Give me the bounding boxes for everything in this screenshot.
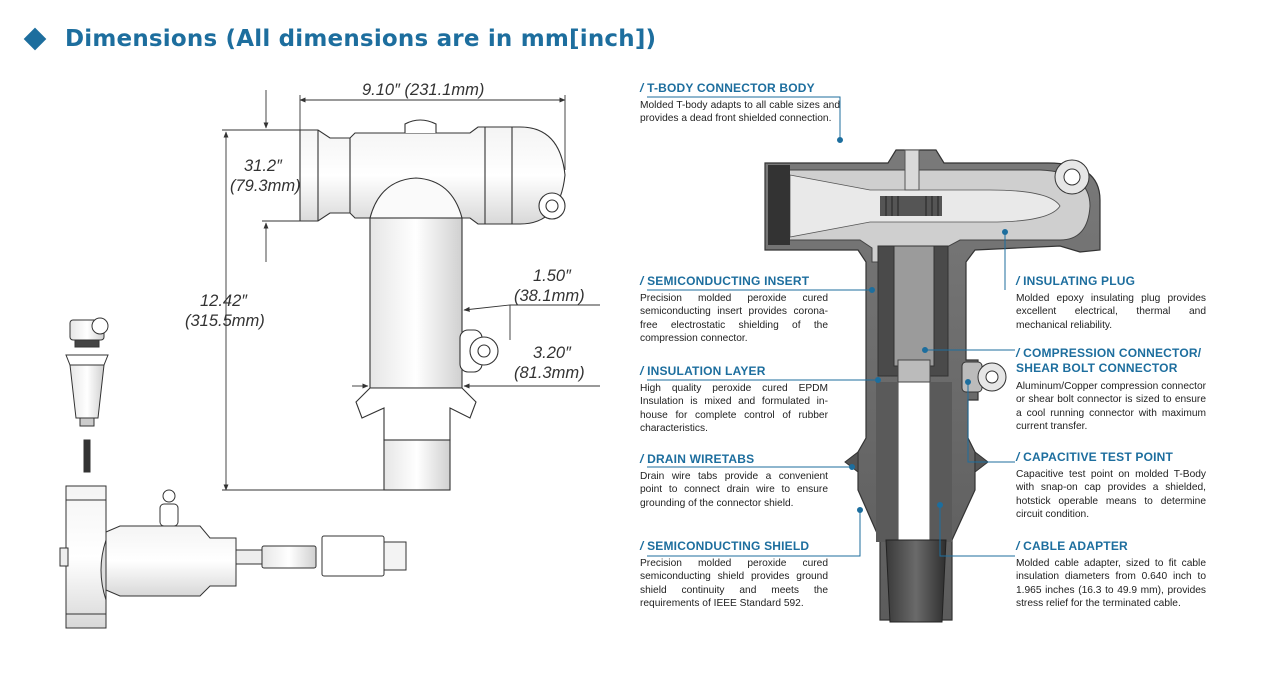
exploded-cap-parts [65,317,109,473]
callout-leader-lines [647,96,1015,557]
callout-plug-heading: INSULATING PLUG [1016,274,1206,288]
callout-semi-shield-text: Precision molded peroxide cured semicond… [640,558,828,610]
test-point-mm-label: (38.1mm) [514,287,585,305]
total-height-mm-label: (315.5mm) [185,312,265,330]
callout-tbody: T-BODY CONNECTOR BODY Molded T-body adap… [640,81,840,126]
width-dimension-label: 9.10″ (231.1mm) [362,81,484,99]
cross-section-drawing [764,149,1101,623]
callout-insulation-heading: INSULATION LAYER [640,364,828,378]
body-height-mm-label: (79.3mm) [230,177,301,195]
callout-drain-text: Drain wire tabs provide a convenient poi… [640,471,828,509]
body-height-in-label: 31.2″ [244,157,283,175]
callout-semi-insert-text: Precision molded peroxide cured semicond… [640,293,828,345]
callout-compression-text: Aluminum/Copper compression connector or… [1016,381,1206,433]
callout-insulation: INSULATION LAYER High quality peroxide c… [640,364,828,436]
callout-test-point-text: Capacitive test point on molded T-Body w… [1016,469,1206,521]
callout-drain: DRAIN WIRETABS Drain wire tabs provide a… [640,452,828,510]
callout-compression: COMPRESSION CONNECTOR/ SHEAR BOLT CONNEC… [1016,346,1206,434]
callout-compression-heading: COMPRESSION CONNECTOR/ SHEAR BOLT CONNEC… [1016,346,1206,376]
stem-width-in-label: 3.20″ [533,344,572,362]
callout-adapter-text: Molded cable adapter, sized to fit cable… [1016,558,1206,610]
total-height-in-label: 12.42″ [200,292,248,310]
callout-semi-insert-heading: SEMICONDUCTING INSERT [640,274,828,288]
callout-tbody-heading: T-BODY CONNECTOR BODY [640,81,840,95]
page-title: Dimensions (All dimensions are in mm[inc… [65,26,657,52]
callout-semi-shield-heading: SEMICONDUCTING SHIELD [640,539,828,553]
callout-plug: INSULATING PLUG Molded epoxy insulating … [1016,274,1206,332]
dimension-lines [222,90,600,491]
callout-adapter-heading: CABLE ADAPTER [1016,539,1206,553]
side-view-drawing [59,485,407,629]
callout-semi-shield: SEMICONDUCTING SHIELD Precision molded p… [640,539,828,611]
callout-test-point-heading: CAPACITIVE TEST POINT [1016,450,1206,464]
test-point-in-label: 1.50″ [533,267,572,285]
callout-test-point: CAPACITIVE TEST POINT Capacitive test po… [1016,450,1206,522]
callout-tbody-text: Molded T-body adapts to all cable sizes … [640,100,840,125]
stem-width-mm-label: (81.3mm) [514,364,585,382]
elbow-outline-drawing [299,119,566,491]
callout-plug-text: Molded epoxy insulating plug provides ex… [1016,293,1206,331]
callout-drain-heading: DRAIN WIRETABS [640,452,828,466]
callout-adapter: CABLE ADAPTER Molded cable adapter, size… [1016,539,1206,611]
section-header: Dimensions (All dimensions are in mm[inc… [22,22,656,56]
callout-semi-insert: SEMICONDUCTING INSERT Precision molded p… [640,274,828,346]
callout-insulation-text: High quality peroxide cured EPDM Insulat… [640,383,828,435]
